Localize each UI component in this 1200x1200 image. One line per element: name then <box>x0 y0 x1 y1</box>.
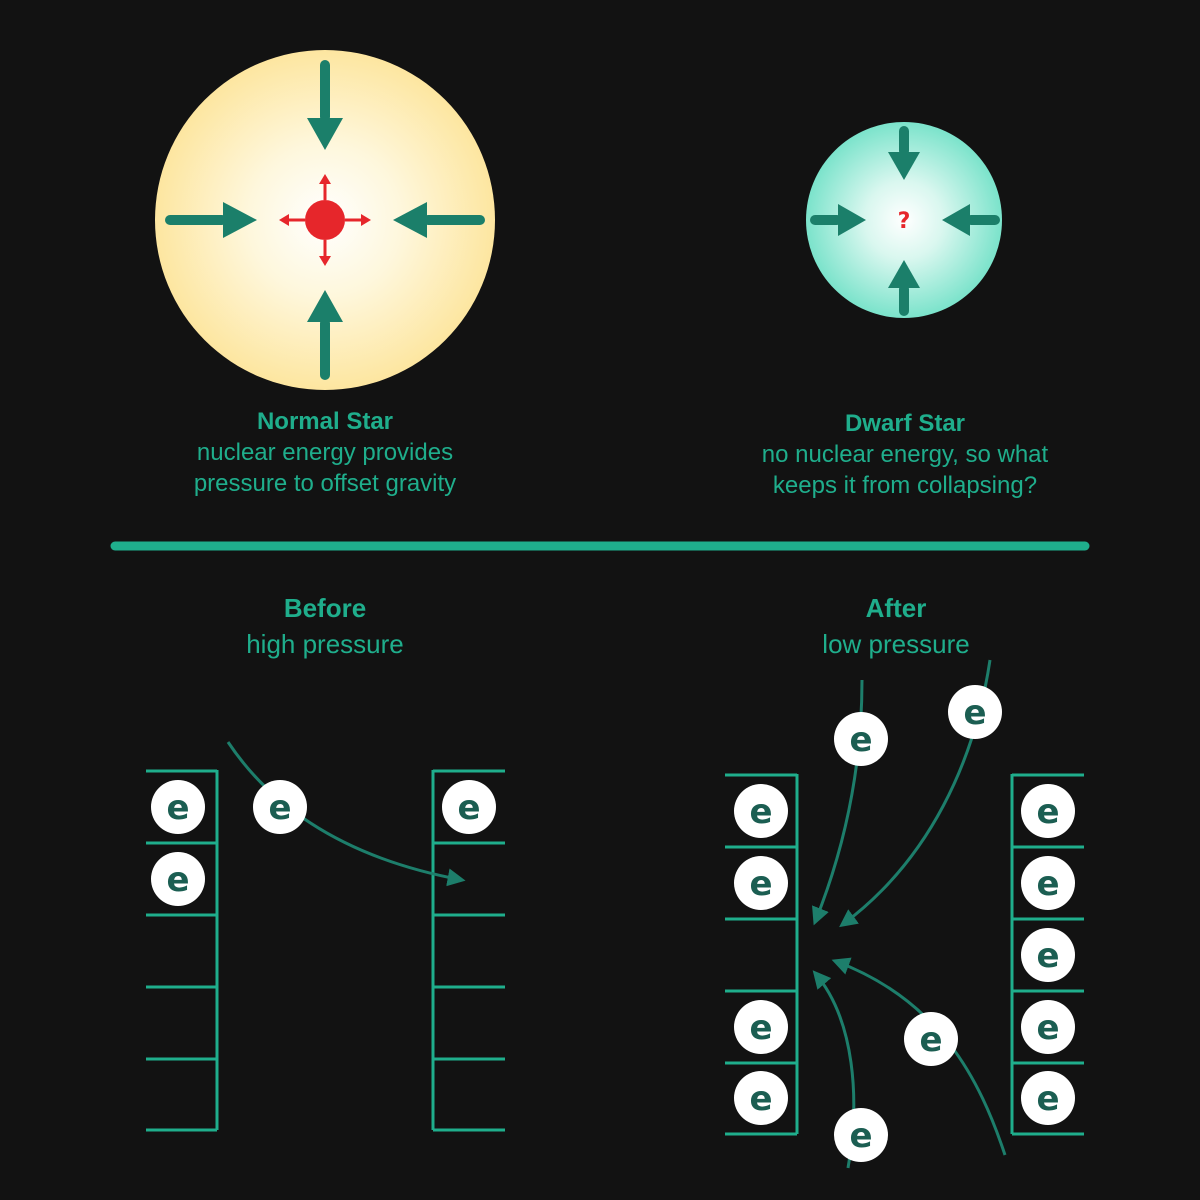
svg-text:e: e <box>919 1020 942 1060</box>
before-diagram: e e e e <box>146 741 505 1132</box>
normal-star-gravity-arrows <box>165 60 485 380</box>
before-left-energy-levels <box>146 769 219 1132</box>
svg-text:e: e <box>1036 792 1059 832</box>
pressure-arrowhead-left <box>279 214 289 226</box>
normal-star-desc-line2: pressure to offset gravity <box>193 470 457 497</box>
svg-text:e: e <box>166 860 189 900</box>
gravity-arrow-right <box>423 215 485 225</box>
dwarf-star-gravity-arrows <box>810 126 1000 316</box>
electron: e <box>1021 1000 1075 1054</box>
before-electron-path <box>226 741 466 887</box>
dwarf-gravity-arrowhead-left <box>838 204 866 236</box>
electron-moving: e <box>834 712 888 766</box>
electron: e <box>734 1000 788 1054</box>
before-caption: Before high pressure <box>175 590 475 662</box>
after-caption: After low pressure <box>746 590 1046 662</box>
pressure-arrowhead-down <box>319 256 331 266</box>
dwarf-gravity-arrow-left <box>810 215 842 225</box>
normal-star-core <box>279 174 371 266</box>
dwarf-star-desc-line2: keeps it from collapsing? <box>772 472 1038 499</box>
electron-moving: e <box>834 1108 888 1162</box>
dwarf-star-body <box>806 122 1002 318</box>
svg-text:e: e <box>849 720 872 760</box>
after-title: After <box>865 593 927 623</box>
pressure-arrows <box>279 174 371 266</box>
after-left-energy-levels <box>725 773 799 1136</box>
dwarf-gravity-arrow-bottom <box>899 284 909 316</box>
svg-text:e: e <box>963 693 986 733</box>
question-mark: ? <box>898 209 911 234</box>
after-right-energy-levels <box>1010 773 1084 1136</box>
gravity-arrow-top <box>320 60 330 122</box>
svg-text:e: e <box>749 1079 772 1119</box>
electron: e <box>734 1071 788 1125</box>
svg-text:e: e <box>749 864 772 904</box>
gravity-arrowhead-left <box>223 202 257 238</box>
gravity-arrowhead-top <box>307 118 343 150</box>
after-diagram: e e e e e e e e <box>725 659 1084 1169</box>
normal-star-title: Normal Star <box>256 408 394 435</box>
before-right-energy-levels <box>431 769 505 1132</box>
dwarf-gravity-arrowhead-top <box>888 152 920 180</box>
electron: e <box>1021 784 1075 838</box>
dwarf-gravity-arrow-right <box>966 215 1000 225</box>
dwarf-gravity-arrowhead-bottom <box>888 260 920 288</box>
svg-text:e: e <box>1036 936 1059 976</box>
electron: e <box>442 780 496 834</box>
electron-moving: e <box>253 780 307 834</box>
dwarf-gravity-arrow-top <box>899 126 909 156</box>
gravity-arrowhead-right <box>393 202 427 238</box>
dwarf-star-title: Dwarf Star <box>844 410 966 437</box>
dwarf-star-caption: Dwarf Star no nuclear energy, so what ke… <box>705 408 1105 501</box>
pressure-arrowhead-up <box>319 174 331 184</box>
dwarf-star: ? <box>806 122 1002 318</box>
electron: e <box>151 852 205 906</box>
svg-text:e: e <box>1036 864 1059 904</box>
electron-moving: e <box>948 685 1002 739</box>
electron: e <box>1021 928 1075 982</box>
pressure-arrowhead-right <box>361 214 371 226</box>
normal-star <box>155 50 495 390</box>
dwarf-star-desc-line1: no nuclear energy, so what <box>761 441 1049 468</box>
electron: e <box>1021 856 1075 910</box>
before-subtitle: high pressure <box>246 629 404 659</box>
svg-text:e: e <box>1036 1079 1059 1119</box>
electron: e <box>1021 1071 1075 1125</box>
svg-text:e: e <box>749 792 772 832</box>
gravity-arrow-bottom <box>320 318 330 380</box>
electron: e <box>151 780 205 834</box>
svg-text:e: e <box>749 1008 772 1048</box>
svg-text:e: e <box>166 788 189 828</box>
normal-star-caption: Normal Star nuclear energy provides pres… <box>135 406 515 499</box>
gravity-arrow-left <box>165 215 227 225</box>
after-subtitle: low pressure <box>822 629 970 659</box>
dwarf-gravity-arrowhead-right <box>942 204 970 236</box>
electron: e <box>734 784 788 838</box>
svg-text:e: e <box>1036 1008 1059 1048</box>
gravity-arrowhead-bottom <box>307 290 343 322</box>
svg-text:e: e <box>457 788 480 828</box>
normal-star-desc-line1: nuclear energy provides <box>196 439 454 466</box>
electron-moving: e <box>904 1012 958 1066</box>
electron: e <box>734 856 788 910</box>
svg-text:e: e <box>268 788 291 828</box>
nuclear-core <box>305 200 345 240</box>
svg-text:e: e <box>849 1116 872 1156</box>
before-title: Before <box>283 593 367 623</box>
